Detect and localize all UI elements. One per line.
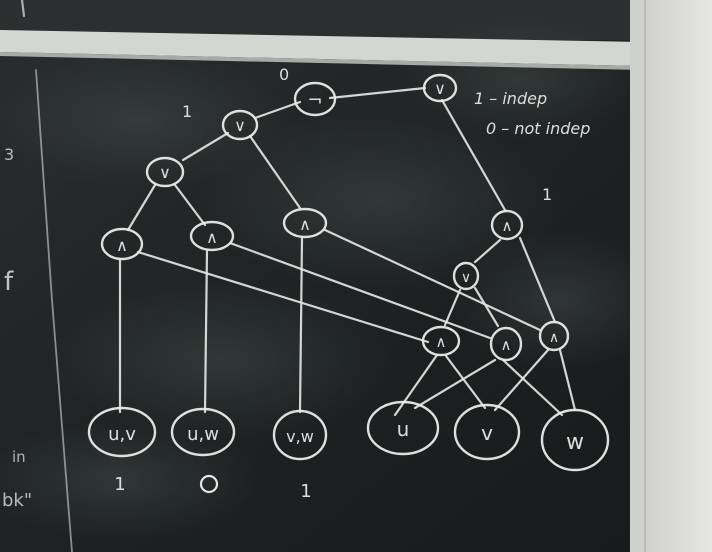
- leaf-node: u,v: [87, 406, 157, 458]
- svg-text:∧: ∧: [116, 236, 128, 255]
- svg-text:v: v: [481, 421, 493, 445]
- leaf-node: v: [453, 403, 521, 461]
- gate-node: ∨: [145, 156, 185, 188]
- root-not-node: ¬: [293, 81, 337, 117]
- board-side-frame: [630, 0, 642, 552]
- svg-text:¬: ¬: [307, 90, 322, 111]
- svg-text:∨: ∨: [461, 270, 471, 286]
- leaf-node: u,w: [170, 407, 236, 457]
- left-margin-mark: in: [12, 448, 26, 466]
- edge-label: 0: [279, 65, 289, 84]
- leaf-node: v,w: [272, 409, 328, 461]
- eraser-smudge: [0, 50, 290, 190]
- svg-text:v,w: v,w: [286, 427, 314, 446]
- gate-node: ∧: [100, 227, 144, 261]
- board-frame-rail: [0, 30, 640, 66]
- gate-node: ∧: [489, 326, 523, 362]
- gate-node: ∨: [221, 109, 259, 141]
- svg-text:u,v: u,v: [108, 424, 136, 445]
- svg-text:∧: ∧: [299, 215, 311, 234]
- gate-node: ∨: [452, 261, 480, 291]
- svg-text:∧: ∧: [206, 228, 218, 247]
- chalk-vertical-line: [35, 69, 73, 552]
- gate-node: ∧: [421, 325, 461, 357]
- left-margin-mark: f: [4, 267, 14, 297]
- svg-text:∧: ∧: [502, 217, 513, 235]
- circuit-edges: [118, 86, 577, 417]
- svg-text:∨: ∨: [159, 163, 171, 182]
- eraser-smudge: [450, 230, 670, 370]
- gate-node: ∧: [538, 320, 570, 352]
- eraser-smudge: [0, 420, 260, 540]
- legend-line: 0 – not indep: [486, 119, 590, 138]
- eraser-smudge: [200, 110, 560, 290]
- left-margin-mark: bk": [2, 490, 32, 511]
- edge-label: 1: [542, 185, 552, 204]
- leaf-value: 1: [114, 474, 125, 495]
- edge-label: 1: [182, 102, 192, 121]
- leaf-node: w: [540, 408, 610, 472]
- chalk-mark: [20, 0, 26, 18]
- svg-text:u,w: u,w: [187, 424, 219, 445]
- leaf-node: u: [366, 400, 440, 456]
- svg-text:w: w: [566, 430, 584, 455]
- svg-text:∧: ∧: [436, 333, 447, 351]
- svg-text:∨: ∨: [234, 116, 246, 135]
- svg-text:∧: ∧: [549, 330, 559, 346]
- svg-text:∧: ∧: [501, 336, 512, 354]
- left-margin-mark: 3: [4, 145, 14, 164]
- gate-node: ∧: [189, 220, 235, 252]
- leaf-value: 1: [300, 481, 311, 502]
- legend-line: 1 – indep: [474, 89, 547, 108]
- svg-text:u: u: [397, 417, 410, 441]
- svg-text:∨: ∨: [434, 79, 446, 98]
- gate-node: ∧: [490, 209, 524, 241]
- gate-node: ∧: [282, 207, 328, 239]
- board-frame-shadow: [0, 52, 640, 70]
- root-or-node: ∨: [422, 73, 458, 103]
- eraser-smudge: [50, 280, 390, 440]
- wall: [642, 0, 712, 552]
